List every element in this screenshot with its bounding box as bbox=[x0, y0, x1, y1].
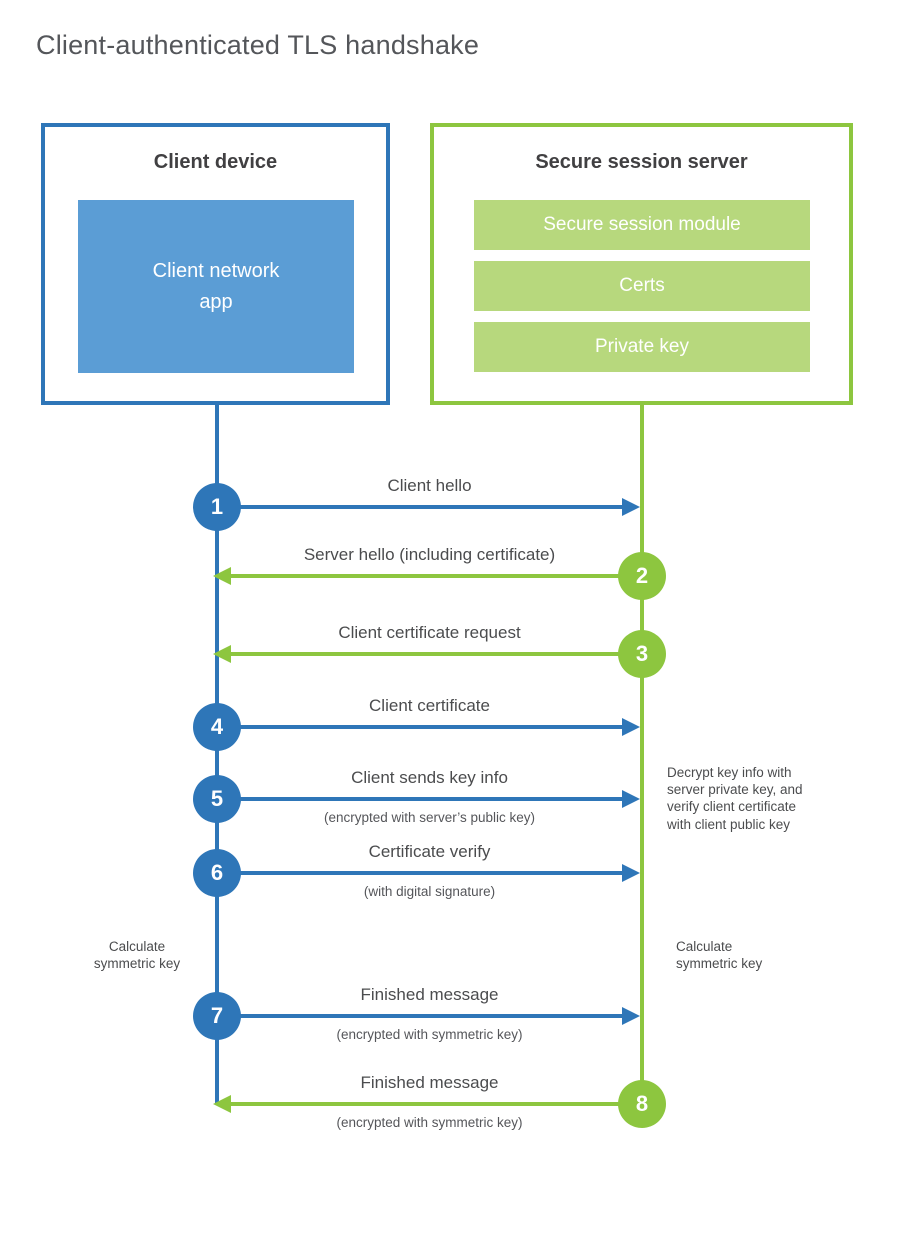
server-title: Secure session server bbox=[535, 151, 748, 173]
message-label: Client sends key info bbox=[351, 768, 508, 787]
server-lifeline bbox=[640, 405, 644, 1104]
step-number-circle: 3 bbox=[618, 630, 666, 678]
step-number-circle: 6 bbox=[193, 849, 241, 897]
message-label: Client certificate request bbox=[338, 623, 521, 642]
step-number-circle: 5 bbox=[193, 775, 241, 823]
server-module-private-key: Private key bbox=[474, 322, 810, 372]
arrow-right-icon bbox=[217, 1007, 640, 1025]
step-number-circle: 4 bbox=[193, 703, 241, 751]
message-label: Server hello (including certificate) bbox=[303, 545, 556, 564]
step-number-circle: 7 bbox=[193, 992, 241, 1040]
step-number-circle: 2 bbox=[618, 552, 666, 600]
server-module-secure-session: Secure session module bbox=[474, 200, 810, 250]
arrow-left-icon bbox=[213, 567, 642, 585]
note-calculate-symmetric-key-client: Calculate symmetric key bbox=[93, 939, 181, 972]
arrow-right-icon bbox=[217, 718, 640, 736]
arrow-right-icon bbox=[217, 498, 640, 516]
client-lifeline bbox=[215, 405, 219, 1104]
message-sublabel: (encrypted with symmetric key) bbox=[336, 1115, 523, 1130]
message-label: Finished message bbox=[360, 1073, 499, 1092]
message-label: Finished message bbox=[360, 985, 499, 1004]
step-number-circle: 1 bbox=[193, 483, 241, 531]
arrow-left-icon bbox=[213, 1095, 642, 1113]
message-label: Client hello bbox=[387, 476, 472, 495]
message-sublabel: (encrypted with server’s public key) bbox=[323, 810, 536, 825]
message-label: Client certificate bbox=[369, 696, 490, 715]
client-network-app-box: Client network app bbox=[78, 200, 354, 373]
message-sublabel: (encrypted with symmetric key) bbox=[336, 1027, 523, 1042]
client-device-title: Client device bbox=[153, 151, 278, 173]
message-sublabel: (with digital signature) bbox=[363, 884, 496, 899]
step-number-circle: 8 bbox=[618, 1080, 666, 1128]
arrow-right-icon bbox=[217, 864, 640, 882]
note-decrypt-key-info: Decrypt key info with server private key… bbox=[667, 765, 803, 832]
page-title: Client-authenticated TLS handshake bbox=[36, 30, 480, 60]
note-calculate-symmetric-key-server: Calculate symmetric key bbox=[676, 939, 763, 972]
arrow-left-icon bbox=[213, 645, 642, 663]
message-label: Certificate verify bbox=[368, 842, 491, 861]
server-module-certs: Certs bbox=[474, 261, 810, 311]
arrow-right-icon bbox=[217, 790, 640, 808]
